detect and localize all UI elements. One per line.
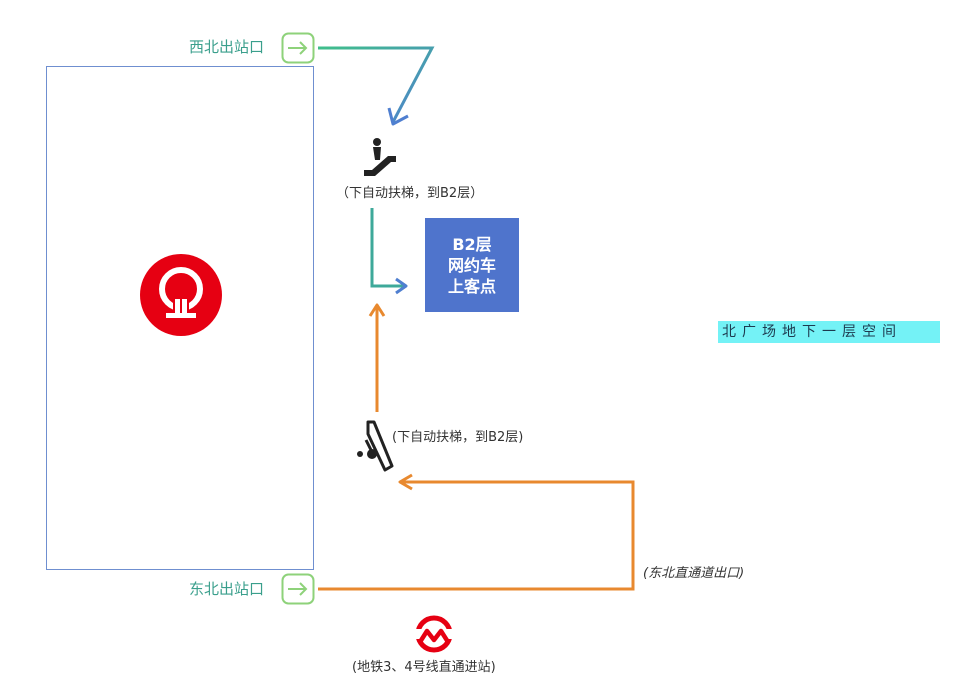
b2-pickup-line1: B2层 xyxy=(452,234,492,254)
escalator-to-b2-line xyxy=(370,208,408,295)
shanghai-metro-logo-icon xyxy=(414,615,454,653)
northeast-exit-label: 东北出站口 xyxy=(189,580,265,598)
metro-caption: (地铁3、4号线直通进站) xyxy=(352,660,496,675)
northwest-exit-label: 西北出站口 xyxy=(189,38,265,56)
bottom-escalator-caption: (下自动扶梯，到B2层) xyxy=(392,430,524,445)
b2-pickup-box: B2层 网约车 上客点 xyxy=(425,218,519,312)
b2-pickup-line3: 上客点 xyxy=(447,276,496,296)
top-escalator-caption: （下自动扶梯，到B2层） xyxy=(336,186,484,201)
northeast-exit-arrow-icon xyxy=(281,573,315,605)
north-plaza-b1-label: 北广场地下一层空间 xyxy=(718,321,940,343)
china-railway-logo-icon xyxy=(140,254,222,336)
bottom-escalator-up-line xyxy=(368,303,386,412)
northwest-exit-arrow-icon xyxy=(281,32,315,64)
escalator-person-icon xyxy=(364,138,396,176)
escalator-down-icon xyxy=(357,420,394,472)
b2-pickup-line2: 网约车 xyxy=(447,255,496,275)
northeast-route-line xyxy=(318,473,635,591)
northwest-route-line xyxy=(318,46,435,126)
northeast-passage-label: (东北直通道出口) xyxy=(643,566,745,581)
